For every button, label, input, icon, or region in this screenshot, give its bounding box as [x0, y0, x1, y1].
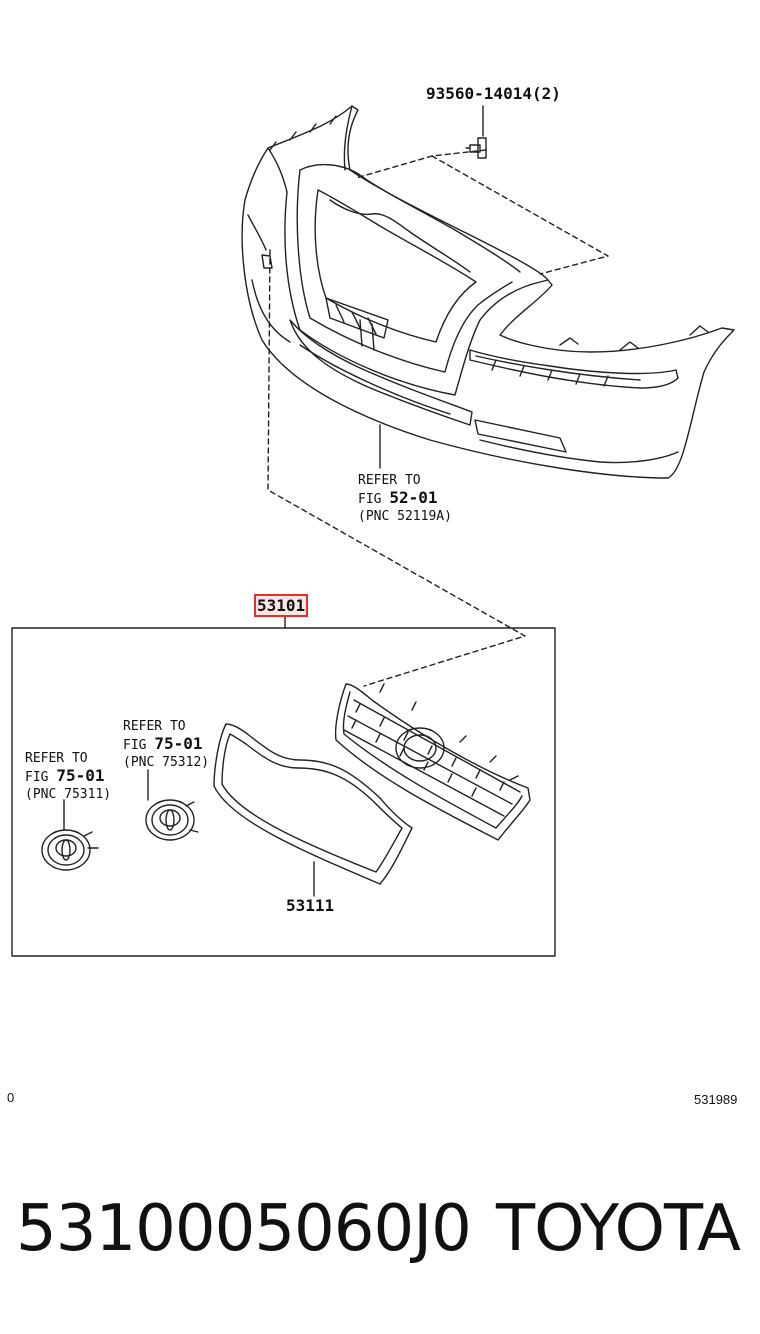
mounting-dashed-lines: [267, 149, 609, 687]
footer-right-code: 531989: [694, 1092, 738, 1107]
parts-diagram: [11, 105, 735, 957]
bumper-reference[interactable]: REFER TO FIG 52-01 (PNC 52119A): [358, 472, 452, 525]
bumper-ref-fig-prefix: FIG: [358, 492, 390, 507]
gasket-number-text: 53111: [286, 896, 335, 915]
emblem-right-reference[interactable]: REFER TO FIG 75-01 (PNC 75312): [123, 718, 209, 771]
bolt-icon: [465, 105, 487, 159]
emblem-left-reference[interactable]: REFER TO FIG 75-01 (PNC 75311): [25, 750, 111, 803]
emblem-right-ref-pnc: (PNC 75312): [123, 755, 210, 770]
emblem-75312-icon: [145, 769, 199, 841]
bolt-qty-text: (2): [531, 84, 561, 103]
bolt-part-number[interactable]: 93560-14014(2): [426, 84, 561, 103]
bolt-number-text: 93560-14014: [426, 84, 532, 103]
emblem-left-ref-pnc: (PNC 75311): [25, 787, 112, 802]
title-brand: TOYOTA: [496, 1192, 741, 1266]
bumper-ref-fig: 52-01: [389, 488, 438, 507]
title-part-number: 5310005060J0: [16, 1192, 472, 1266]
bumper-ref-pnc: (PNC 52119A): [358, 509, 452, 524]
assembly-number-text: 53101: [254, 594, 309, 617]
footer-left-code: 0: [7, 1090, 15, 1105]
emblem-right-ref-fig-prefix: FIG: [123, 738, 155, 753]
front-bumper-cover: [241, 105, 735, 479]
emblem-left-ref-fig: 75-01: [56, 766, 105, 785]
emblem-right-ref-fig: 75-01: [154, 734, 203, 753]
grille-assembly-box: [11, 615, 556, 957]
emblem-75311-icon: [41, 799, 99, 871]
bumper-ref-line1: REFER TO: [358, 473, 421, 488]
assembly-part-number[interactable]: 53101: [254, 594, 309, 617]
emblem-right-ref-line1: REFER TO: [123, 719, 186, 734]
radiator-grille: [334, 683, 531, 841]
emblem-left-ref-line1: REFER TO: [25, 751, 88, 766]
gasket-part-number[interactable]: 53111: [286, 896, 334, 915]
emblem-left-ref-fig-prefix: FIG: [25, 770, 57, 785]
grille-gasket: [213, 723, 413, 897]
